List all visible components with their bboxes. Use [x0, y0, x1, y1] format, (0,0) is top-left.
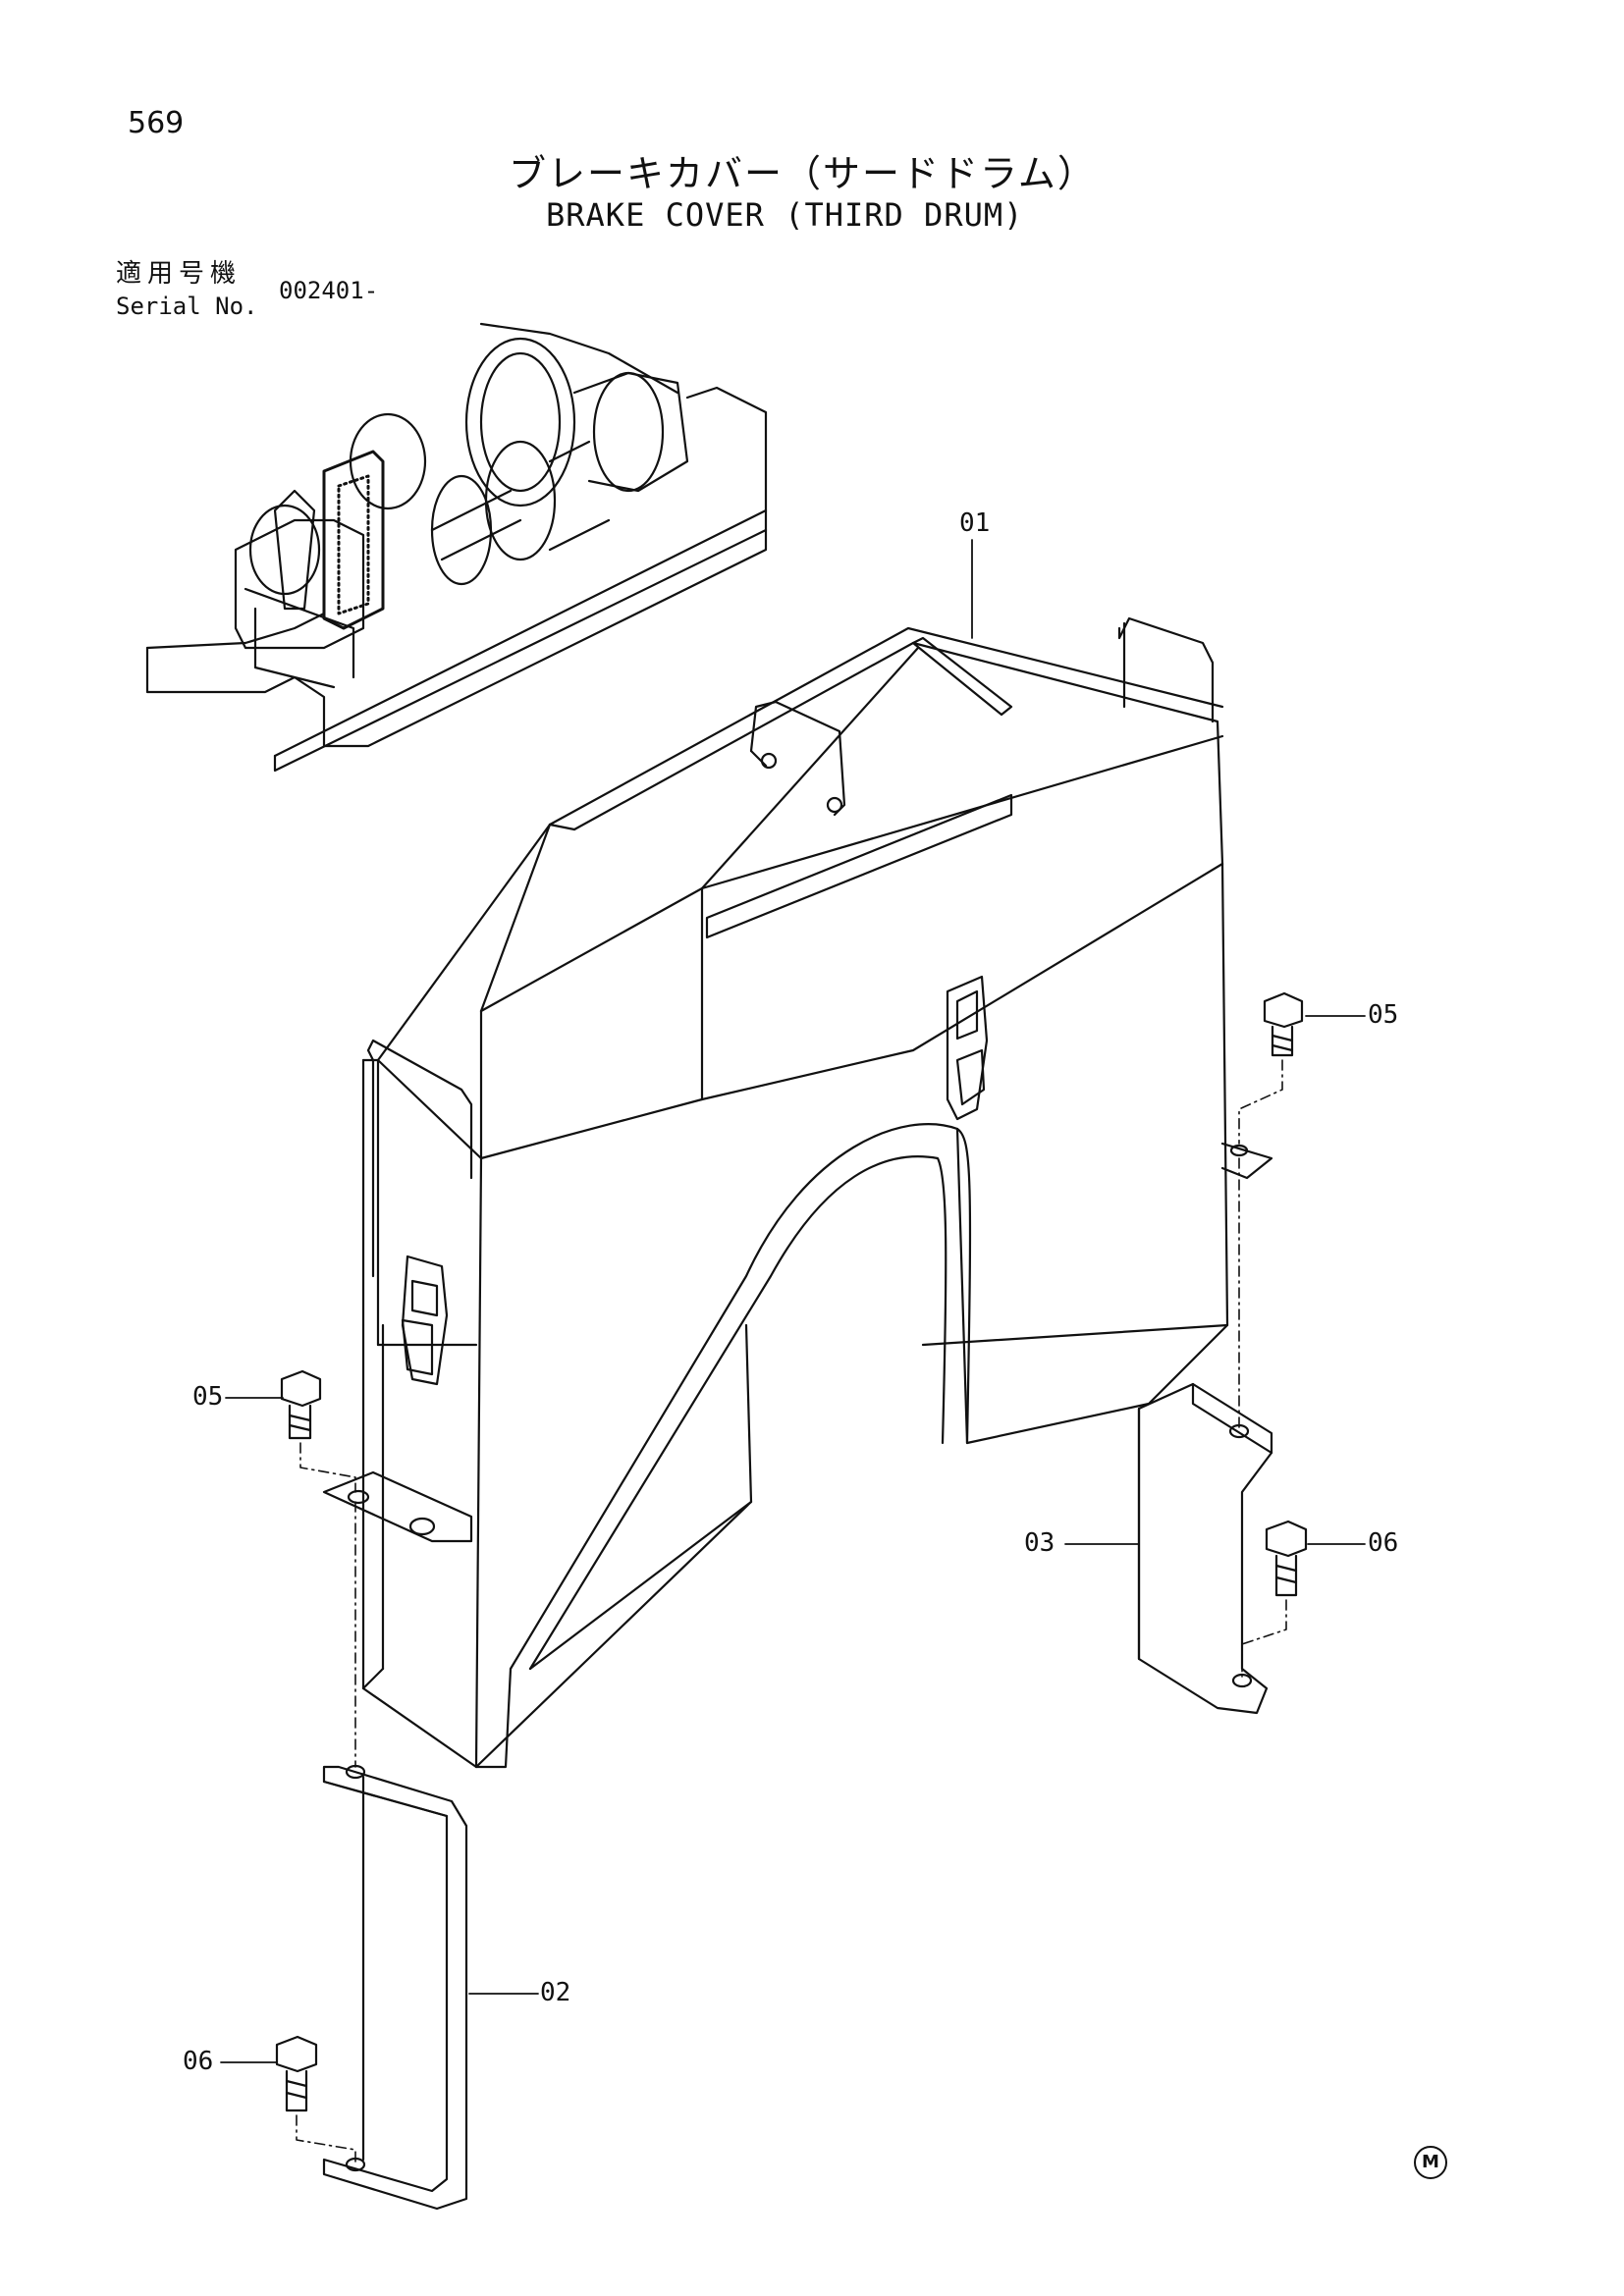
bolt-05-left [280, 1369, 322, 1440]
bracket-part-03 [1137, 1382, 1273, 1715]
bolt-06-right [1265, 1520, 1308, 1597]
serial-label-japanese: 適用号機 [116, 259, 243, 289]
callout-part-06-right: 06 [1368, 1528, 1399, 1558]
drum-assembly-inset [145, 322, 768, 773]
callout-part-02: 02 [540, 1978, 571, 2007]
callout-part-03: 03 [1024, 1528, 1056, 1558]
page-title-japanese: ブレーキカバー（サードドラム） [509, 152, 1097, 195]
callout-part-05-right: 05 [1368, 1000, 1399, 1030]
assembly-centerlines [296, 1059, 1287, 2163]
serial-label-english: Serial No. [116, 293, 258, 320]
callout-part-01: 01 [959, 508, 991, 538]
callout-part-06-left: 06 [183, 2047, 214, 2076]
page-number: 569 [128, 106, 185, 140]
bolt-06-left [275, 2035, 318, 2112]
brake-cover-part-01 [322, 616, 1273, 1769]
callout-leaders [220, 539, 1366, 2063]
callout-part-05-left: 05 [192, 1382, 224, 1412]
serial-number-value: 002401- [279, 277, 379, 304]
circled-m-mark: M [1414, 2146, 1447, 2179]
bolt-05-right [1263, 991, 1304, 1057]
page-title-english: BRAKE COVER (THIRD DRUM) [546, 196, 1024, 234]
bracket-part-02 [322, 1764, 468, 2211]
